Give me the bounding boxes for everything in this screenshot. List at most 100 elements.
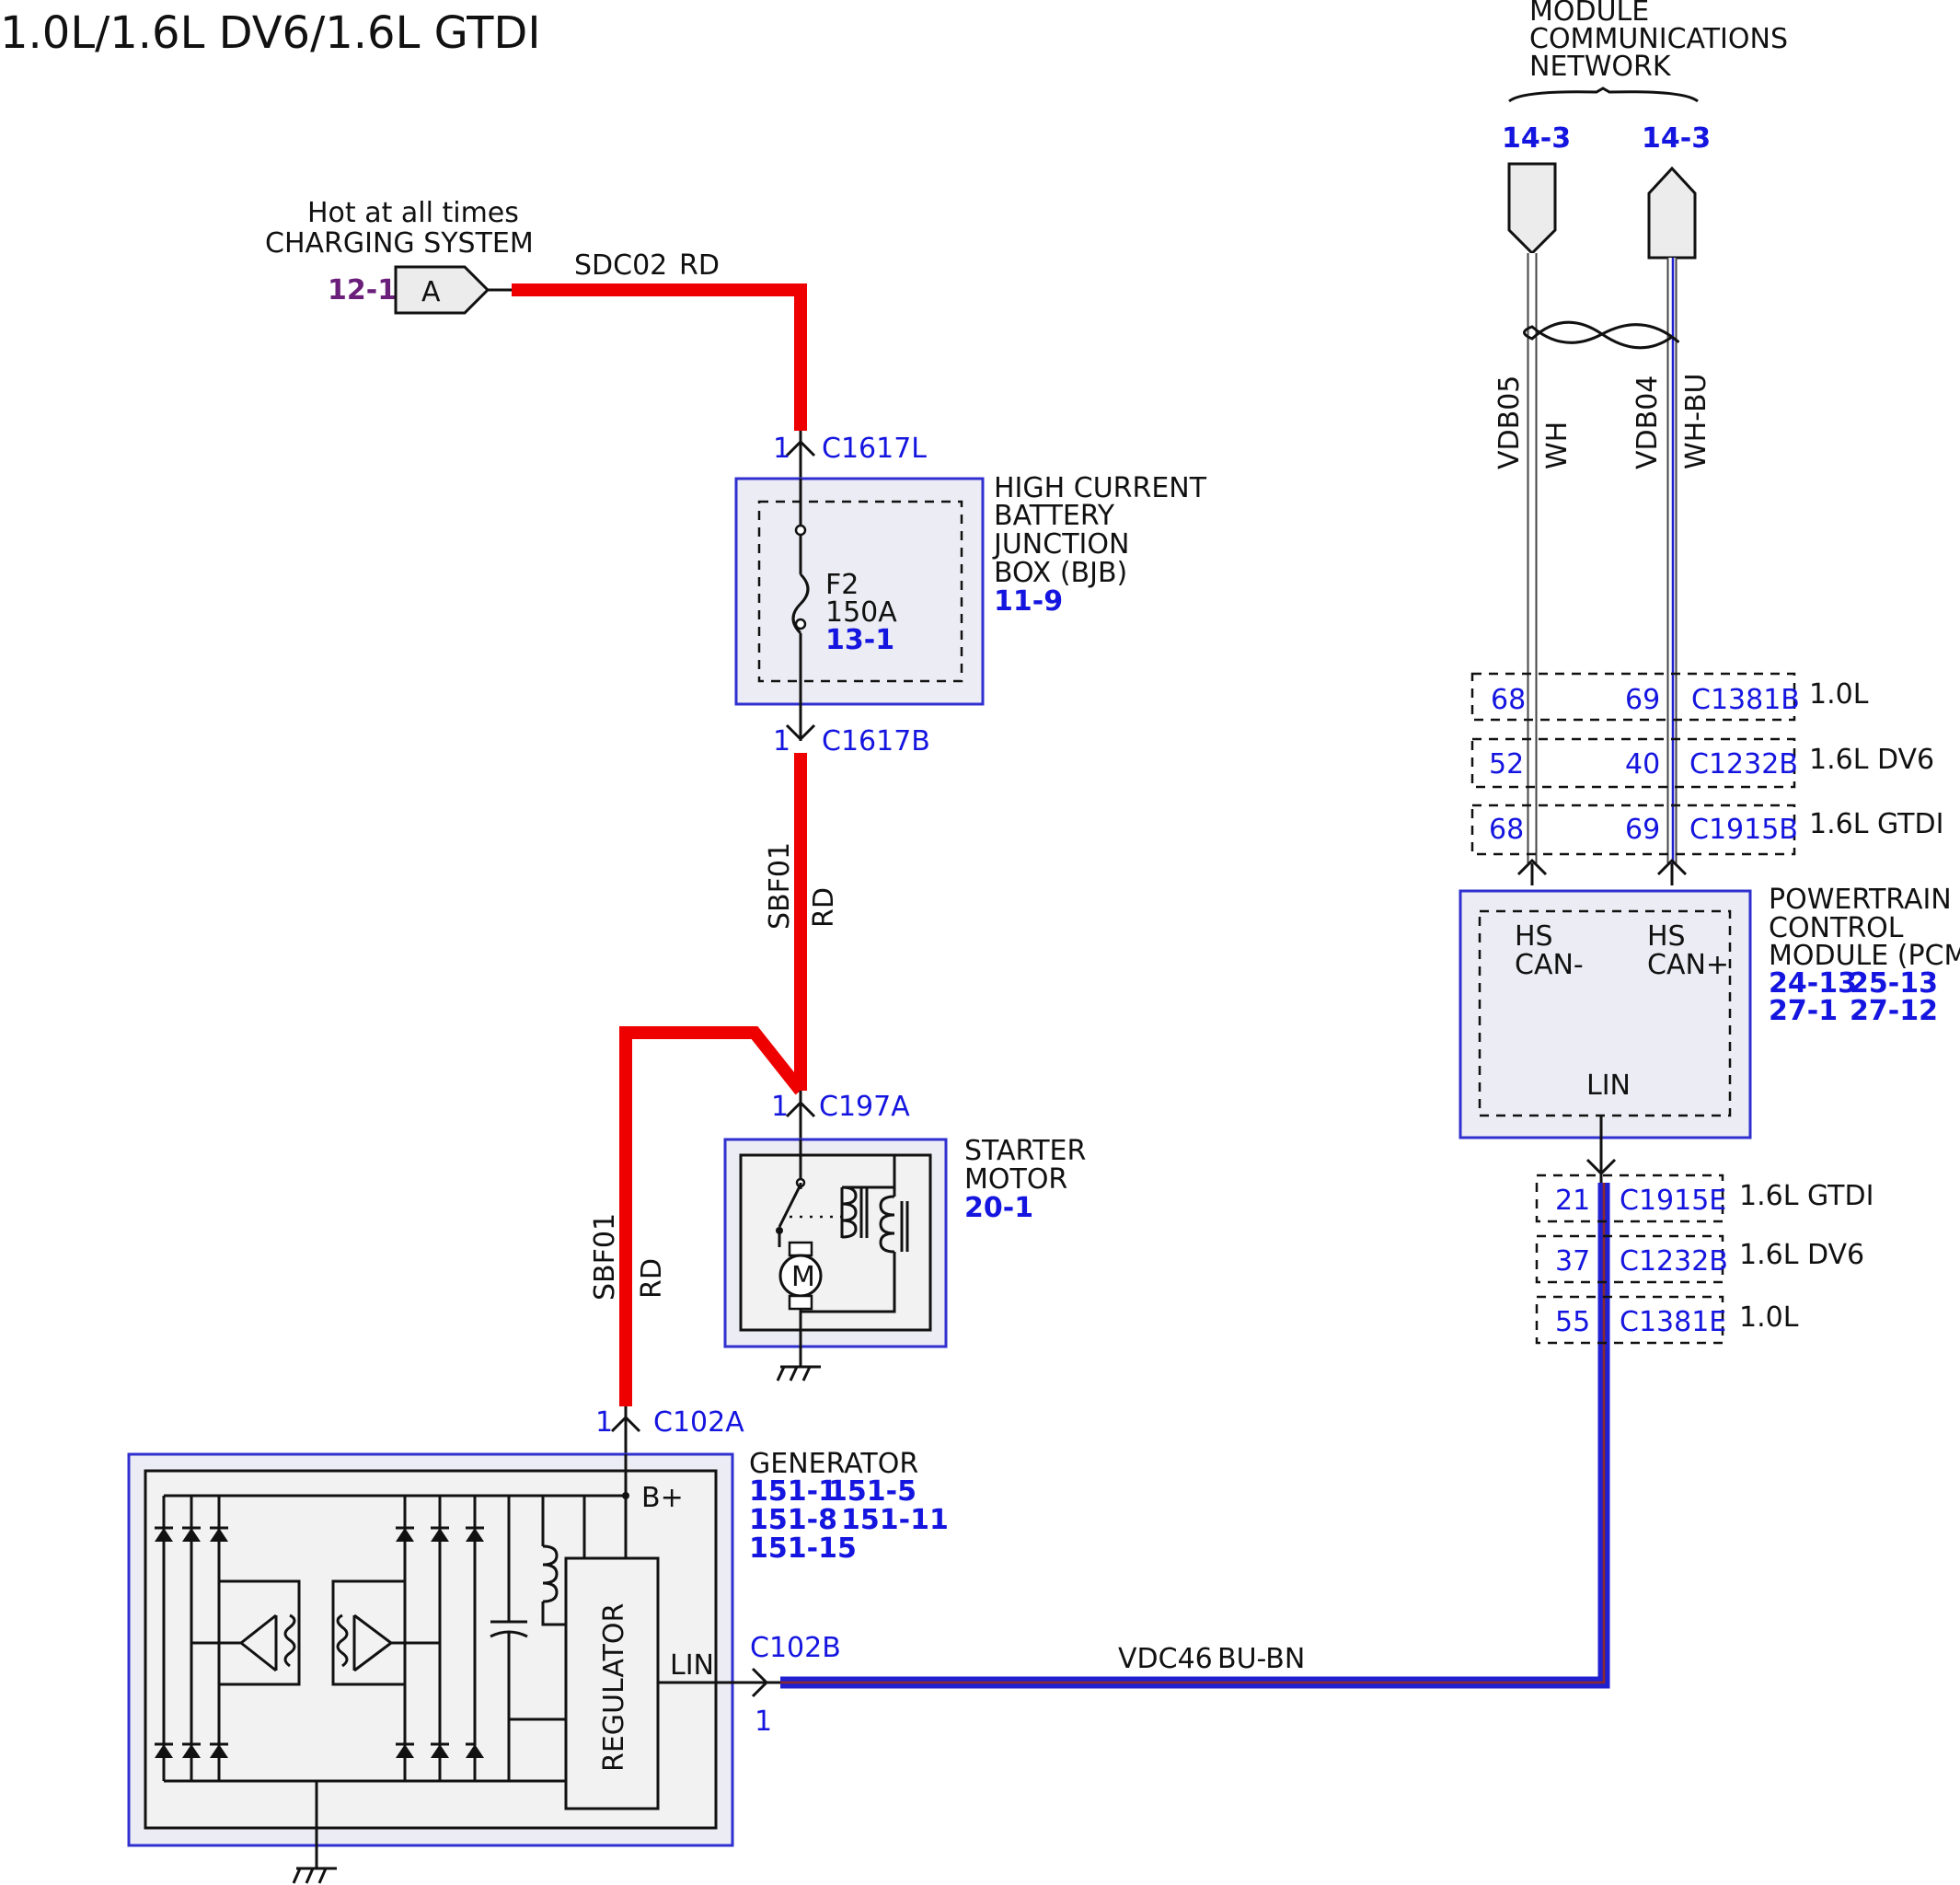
svg-text:C1381B: C1381B xyxy=(1691,684,1800,716)
vdc46-label-color: BU-BN xyxy=(1217,1643,1305,1675)
c1617l-pin: 1 xyxy=(773,433,790,465)
svg-text:C1915B: C1915B xyxy=(1689,814,1798,846)
fuse-f2-name: F2 xyxy=(825,569,859,601)
power-source-pin: A xyxy=(421,276,441,308)
svg-text:VDB05: VDB05 xyxy=(1493,376,1526,469)
svg-text:68: 68 xyxy=(1489,814,1524,846)
starter-internals-icon xyxy=(776,1139,909,1382)
generator-ref-5[interactable]: 151-15 xyxy=(749,1532,857,1565)
svg-text:MOTOR: MOTOR xyxy=(964,1163,1067,1196)
generator-b-plus: B+ xyxy=(641,1482,684,1514)
svg-text:69: 69 xyxy=(1625,684,1660,716)
network-connector-out-icon xyxy=(1507,162,1557,256)
c102b-pin: 1 xyxy=(755,1706,772,1738)
svg-text:C1381E: C1381E xyxy=(1620,1306,1726,1338)
pcm-lin: LIN xyxy=(1586,1070,1631,1102)
svg-text:C1915E: C1915E xyxy=(1620,1185,1726,1217)
c1617l-name[interactable]: C1617L xyxy=(822,433,927,465)
svg-text:MODULE: MODULE xyxy=(1529,0,1649,28)
pcm-lin-pin-icon xyxy=(1585,1116,1617,1183)
svg-text:1.0L: 1.0L xyxy=(1809,678,1869,711)
pcm-can-connector-2[interactable]: 52 40 C1232B 1.6L DV6 xyxy=(1470,737,1934,789)
fuse-f2-ref[interactable]: 13-1 xyxy=(825,624,894,656)
sdc02-label-circuit: SDC02 xyxy=(574,249,667,282)
power-source-ref[interactable]: 12-1 xyxy=(328,274,397,306)
svg-text:NETWORK: NETWORK xyxy=(1529,51,1672,83)
svg-text:55: 55 xyxy=(1555,1306,1590,1338)
sbf01-upper-label-color: RD xyxy=(808,887,840,928)
pcm-can-plus-pin-icon xyxy=(1656,858,1688,885)
sbf01-lower-label-circuit: SBF01 xyxy=(589,1213,621,1301)
network-ref-left[interactable]: 14-3 xyxy=(1502,122,1571,155)
svg-text:MODULE (PCM): MODULE (PCM) xyxy=(1769,940,1960,972)
svg-text:52: 52 xyxy=(1489,748,1524,781)
c102a-name[interactable]: C102A xyxy=(653,1406,744,1439)
fuse-f2-rating: 150A xyxy=(825,596,897,629)
svg-text:69: 69 xyxy=(1625,814,1660,846)
generator-ref-2[interactable]: 151-5 xyxy=(828,1475,917,1508)
pcm-ref-4[interactable]: 27-12 xyxy=(1850,995,1938,1027)
sbf01-upper-label-circuit: SBF01 xyxy=(764,842,796,930)
c197a-name[interactable]: C197A xyxy=(819,1091,910,1123)
svg-text:VDB04: VDB04 xyxy=(1631,376,1664,469)
generator-ref-3[interactable]: 151-8 xyxy=(749,1504,837,1536)
svg-text:1.6L GTDI: 1.6L GTDI xyxy=(1739,1180,1874,1212)
c1617b-name[interactable]: C1617B xyxy=(822,725,930,757)
svg-text:HIGH CURRENT: HIGH CURRENT xyxy=(994,472,1207,504)
bjb-label: HIGH CURRENT BATTERY JUNCTION BOX (BJB) xyxy=(992,472,1207,589)
vdb04-label: VDB04 WH-BU xyxy=(1631,373,1712,469)
pcm-lin-connector-1[interactable]: 21 C1915E 1.6L GTDI xyxy=(1535,1174,1874,1223)
starter-label: STARTER MOTOR xyxy=(964,1135,1086,1196)
generator-lin: LIN xyxy=(670,1649,714,1682)
c197a-pin-icon xyxy=(785,1091,816,1139)
generator-regulator: REGULATOR xyxy=(598,1603,630,1772)
pcm-ref-2[interactable]: 25-13 xyxy=(1850,967,1938,1000)
fuse-f2-icon xyxy=(791,479,810,704)
pcm-ref-1[interactable]: 24-13 xyxy=(1769,967,1857,1000)
bjb-module[interactable] xyxy=(734,477,985,706)
wire-sbf01-branch[interactable] xyxy=(619,1026,806,1406)
pcm-lin-connector-2[interactable]: 37 C1232B 1.6L DV6 xyxy=(1535,1234,1864,1284)
power-source-connector-icon xyxy=(394,265,490,315)
c102a-pin: 1 xyxy=(595,1406,613,1439)
svg-text:37: 37 xyxy=(1555,1245,1590,1278)
c1617l-pin-icon xyxy=(785,431,816,479)
wire-vdb04[interactable] xyxy=(1666,258,1678,863)
pcm-can-connector-3[interactable]: 68 69 C1915B 1.6L GTDI xyxy=(1470,804,1943,856)
sbf01-lower-label-color: RD xyxy=(636,1258,668,1299)
network-label: MODULE COMMUNICATIONS NETWORK xyxy=(1508,0,1788,103)
starter-motor[interactable] xyxy=(723,1138,948,1348)
c102b-name[interactable]: C102B xyxy=(750,1632,841,1664)
pcm-hs-left: HS xyxy=(1515,920,1553,953)
pcm-can-plus: CAN+ xyxy=(1647,949,1729,981)
pcm-can-connector-1[interactable]: 68 69 C1381B 1.0L xyxy=(1470,672,1869,722)
c102b-pin-icon xyxy=(751,1667,780,1698)
generator-ref-1[interactable]: 151-1 xyxy=(749,1475,837,1508)
svg-text:C1232B: C1232B xyxy=(1620,1245,1728,1278)
svg-text:1.6L GTDI: 1.6L GTDI xyxy=(1809,808,1943,840)
svg-text:1.0L: 1.0L xyxy=(1739,1301,1799,1334)
starter-ref[interactable]: 20-1 xyxy=(964,1192,1033,1224)
generator-ref-4[interactable]: 151-11 xyxy=(841,1504,949,1536)
svg-text:68: 68 xyxy=(1491,684,1526,716)
svg-text:POWERTRAIN: POWERTRAIN xyxy=(1769,884,1952,916)
c1617b-pin-icon xyxy=(785,704,816,742)
network-ref-right[interactable]: 14-3 xyxy=(1642,122,1711,155)
pcm-ref-3[interactable]: 27-1 xyxy=(1769,995,1838,1027)
wire-vdc46[interactable] xyxy=(780,1183,1610,1689)
svg-text:1.6L DV6: 1.6L DV6 xyxy=(1809,744,1934,776)
c197a-pin: 1 xyxy=(771,1091,789,1123)
svg-text:21: 21 xyxy=(1555,1185,1590,1217)
twisted-pair-icon xyxy=(1523,320,1679,350)
pcm-lin-connector-3[interactable]: 55 C1381E 1.0L xyxy=(1535,1295,1799,1345)
svg-text:WH: WH xyxy=(1541,422,1574,469)
vdb05-label: VDB05 WH xyxy=(1493,376,1574,469)
diagram-title: 1.0L/1.6L DV6/1.6L GTDI xyxy=(0,7,541,59)
starter-motor-symbol: M xyxy=(791,1261,815,1293)
bjb-ref[interactable]: 11-9 xyxy=(994,585,1063,618)
wire-sdc02[interactable] xyxy=(512,283,807,431)
pcm-module[interactable] xyxy=(1458,889,1752,1139)
c1617b-pin: 1 xyxy=(773,725,790,757)
power-source-line1: Hot at all times xyxy=(307,197,519,229)
